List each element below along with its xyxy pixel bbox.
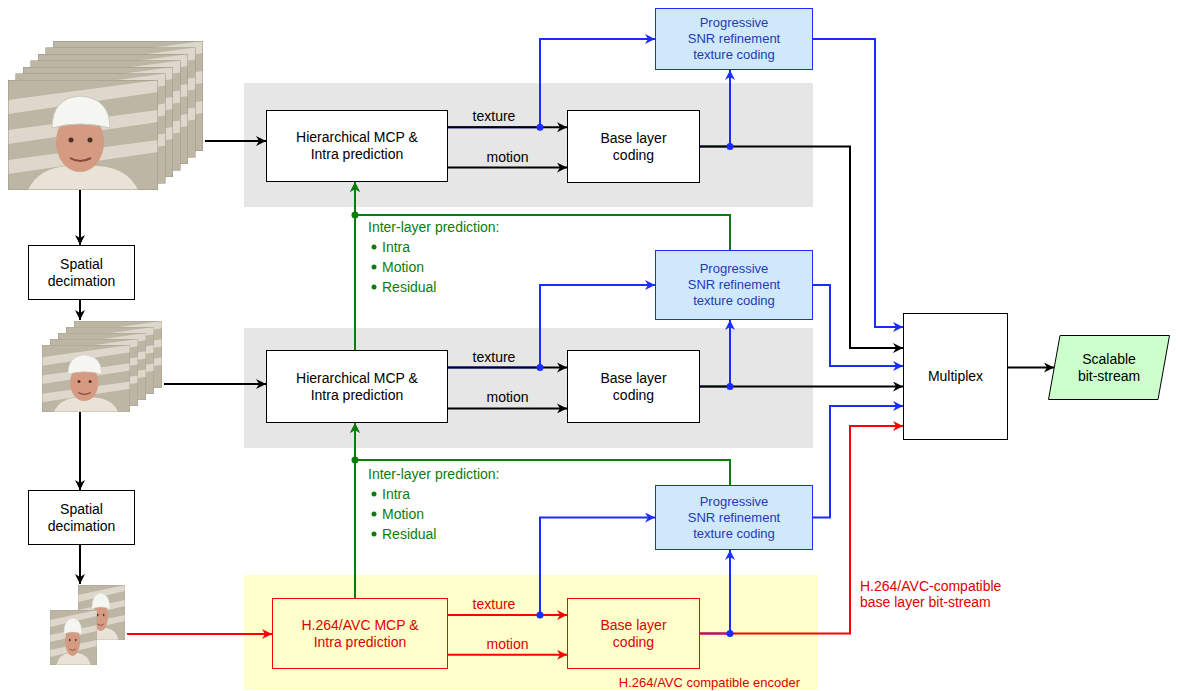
box-label: Base layer coding: [589, 130, 679, 164]
layer-band: [244, 83, 813, 207]
base-layer-box: Base layer coding: [567, 110, 700, 183]
base-layer-box: Base layer coding: [567, 350, 700, 423]
prediction-item: Residual: [382, 525, 436, 543]
connector: [448, 614, 567, 616]
box-label: Progressive SNR refinement texture codin…: [686, 494, 782, 542]
bullet-dot: [372, 285, 377, 290]
encoder-band: H.264/AVC compatible encoder H.264/AVC MC…: [244, 575, 818, 690]
band-caption: H.264/AVC compatible encoder: [619, 675, 800, 690]
bullet-dot: [372, 245, 377, 250]
box-label: Progressive SNR refinement texture codin…: [686, 15, 782, 63]
box-label: Base layer coding: [589, 370, 679, 404]
connector: [700, 550, 730, 634]
layout-arrow: [79, 190, 81, 245]
prediction-box: Hierarchical MCP & Intra prediction: [266, 350, 448, 423]
connector: [1008, 367, 1054, 369]
snr-refinement-box: Progressive SNR refinement texture codin…: [655, 8, 813, 70]
connector: [813, 406, 903, 518]
layer-band: [244, 328, 813, 448]
layout-arrow: [79, 545, 81, 584]
box-label: Spatial decimation: [40, 256, 124, 290]
connector: [355, 182, 730, 250]
junction-dot: [537, 364, 544, 371]
prediction-item: Motion: [382, 258, 424, 276]
box-label: Progressive SNR refinement texture codin…: [686, 261, 782, 309]
base-layer-box: Base layer coding: [567, 598, 700, 669]
edge-label: texture: [471, 349, 518, 365]
band-ground: [244, 575, 818, 690]
prediction-item: Intra: [382, 485, 410, 503]
junction-dot: [352, 457, 359, 464]
bullet-dot: [372, 512, 377, 517]
connector: [448, 654, 567, 656]
layout-arrow: [79, 412, 81, 490]
bullet-dot: [372, 265, 377, 270]
box-label: Multiplex: [928, 368, 983, 385]
inter-layer-heading: Inter-layer prediction:: [368, 218, 500, 236]
edge-label: motion: [484, 389, 530, 405]
box-label: Scalable bit-stream: [1074, 351, 1144, 385]
edge-label: motion: [484, 636, 530, 652]
edge-label: texture: [471, 108, 518, 124]
inter-layer-heading: Inter-layer prediction:: [368, 465, 500, 483]
layout-arrow: [79, 300, 81, 320]
connector: [448, 407, 567, 409]
junction-dot: [727, 630, 734, 637]
connector: [448, 367, 567, 369]
snr-refinement-box: Progressive SNR refinement texture codin…: [655, 485, 813, 550]
junction-dot: [727, 383, 734, 390]
junction-dot: [537, 612, 544, 619]
decimation-box: Spatial decimation: [28, 245, 135, 300]
edge-label: motion: [484, 149, 530, 165]
junction-dot: [352, 212, 359, 219]
prediction-box: Hierarchical MCP & Intra prediction: [266, 110, 448, 182]
box-label: Base layer coding: [589, 617, 679, 651]
prediction-item: Intra: [382, 238, 410, 256]
connector: [813, 285, 903, 366]
connector: [700, 70, 730, 147]
prediction-item: Motion: [382, 505, 424, 523]
decimation-box: Spatial decimation: [28, 490, 135, 545]
box-label: Spatial decimation: [40, 501, 124, 535]
connector: [355, 423, 730, 485]
junction-dot: [537, 124, 544, 131]
junction-dot: [727, 143, 734, 150]
box-label: H.264/AVC MCP & Intra prediction: [290, 617, 430, 651]
video-frame: [42, 345, 130, 412]
bullet-dot: [372, 492, 377, 497]
box-label: Hierarchical MCP & Intra prediction: [287, 129, 427, 163]
box-label: Hierarchical MCP & Intra prediction: [287, 370, 427, 404]
snr-refinement-box: Progressive SNR refinement texture codin…: [655, 250, 813, 320]
layout-arrow: [205, 140, 266, 142]
connector: [448, 126, 567, 128]
edge-label: texture: [471, 596, 518, 612]
video-frame: [50, 610, 97, 665]
prediction-box: H.264/AVC MCP & Intra prediction: [272, 598, 448, 669]
bitstream-parallelogram: Scalable bit-stream: [1048, 335, 1170, 400]
layout-arrow: [164, 383, 266, 385]
connector: [813, 39, 903, 327]
connector: [700, 320, 730, 387]
video-frame: [8, 80, 158, 190]
multiplex-box: Multiplex: [903, 313, 1008, 440]
prediction-item: Residual: [382, 278, 436, 296]
bullet-dot: [372, 532, 377, 537]
connector: [448, 167, 567, 169]
layout-arrow: [127, 633, 272, 635]
edge-label: H.264/AVC-compatible base layer bit-stre…: [858, 578, 1014, 610]
parallelogram-shape: [1049, 336, 1170, 400]
